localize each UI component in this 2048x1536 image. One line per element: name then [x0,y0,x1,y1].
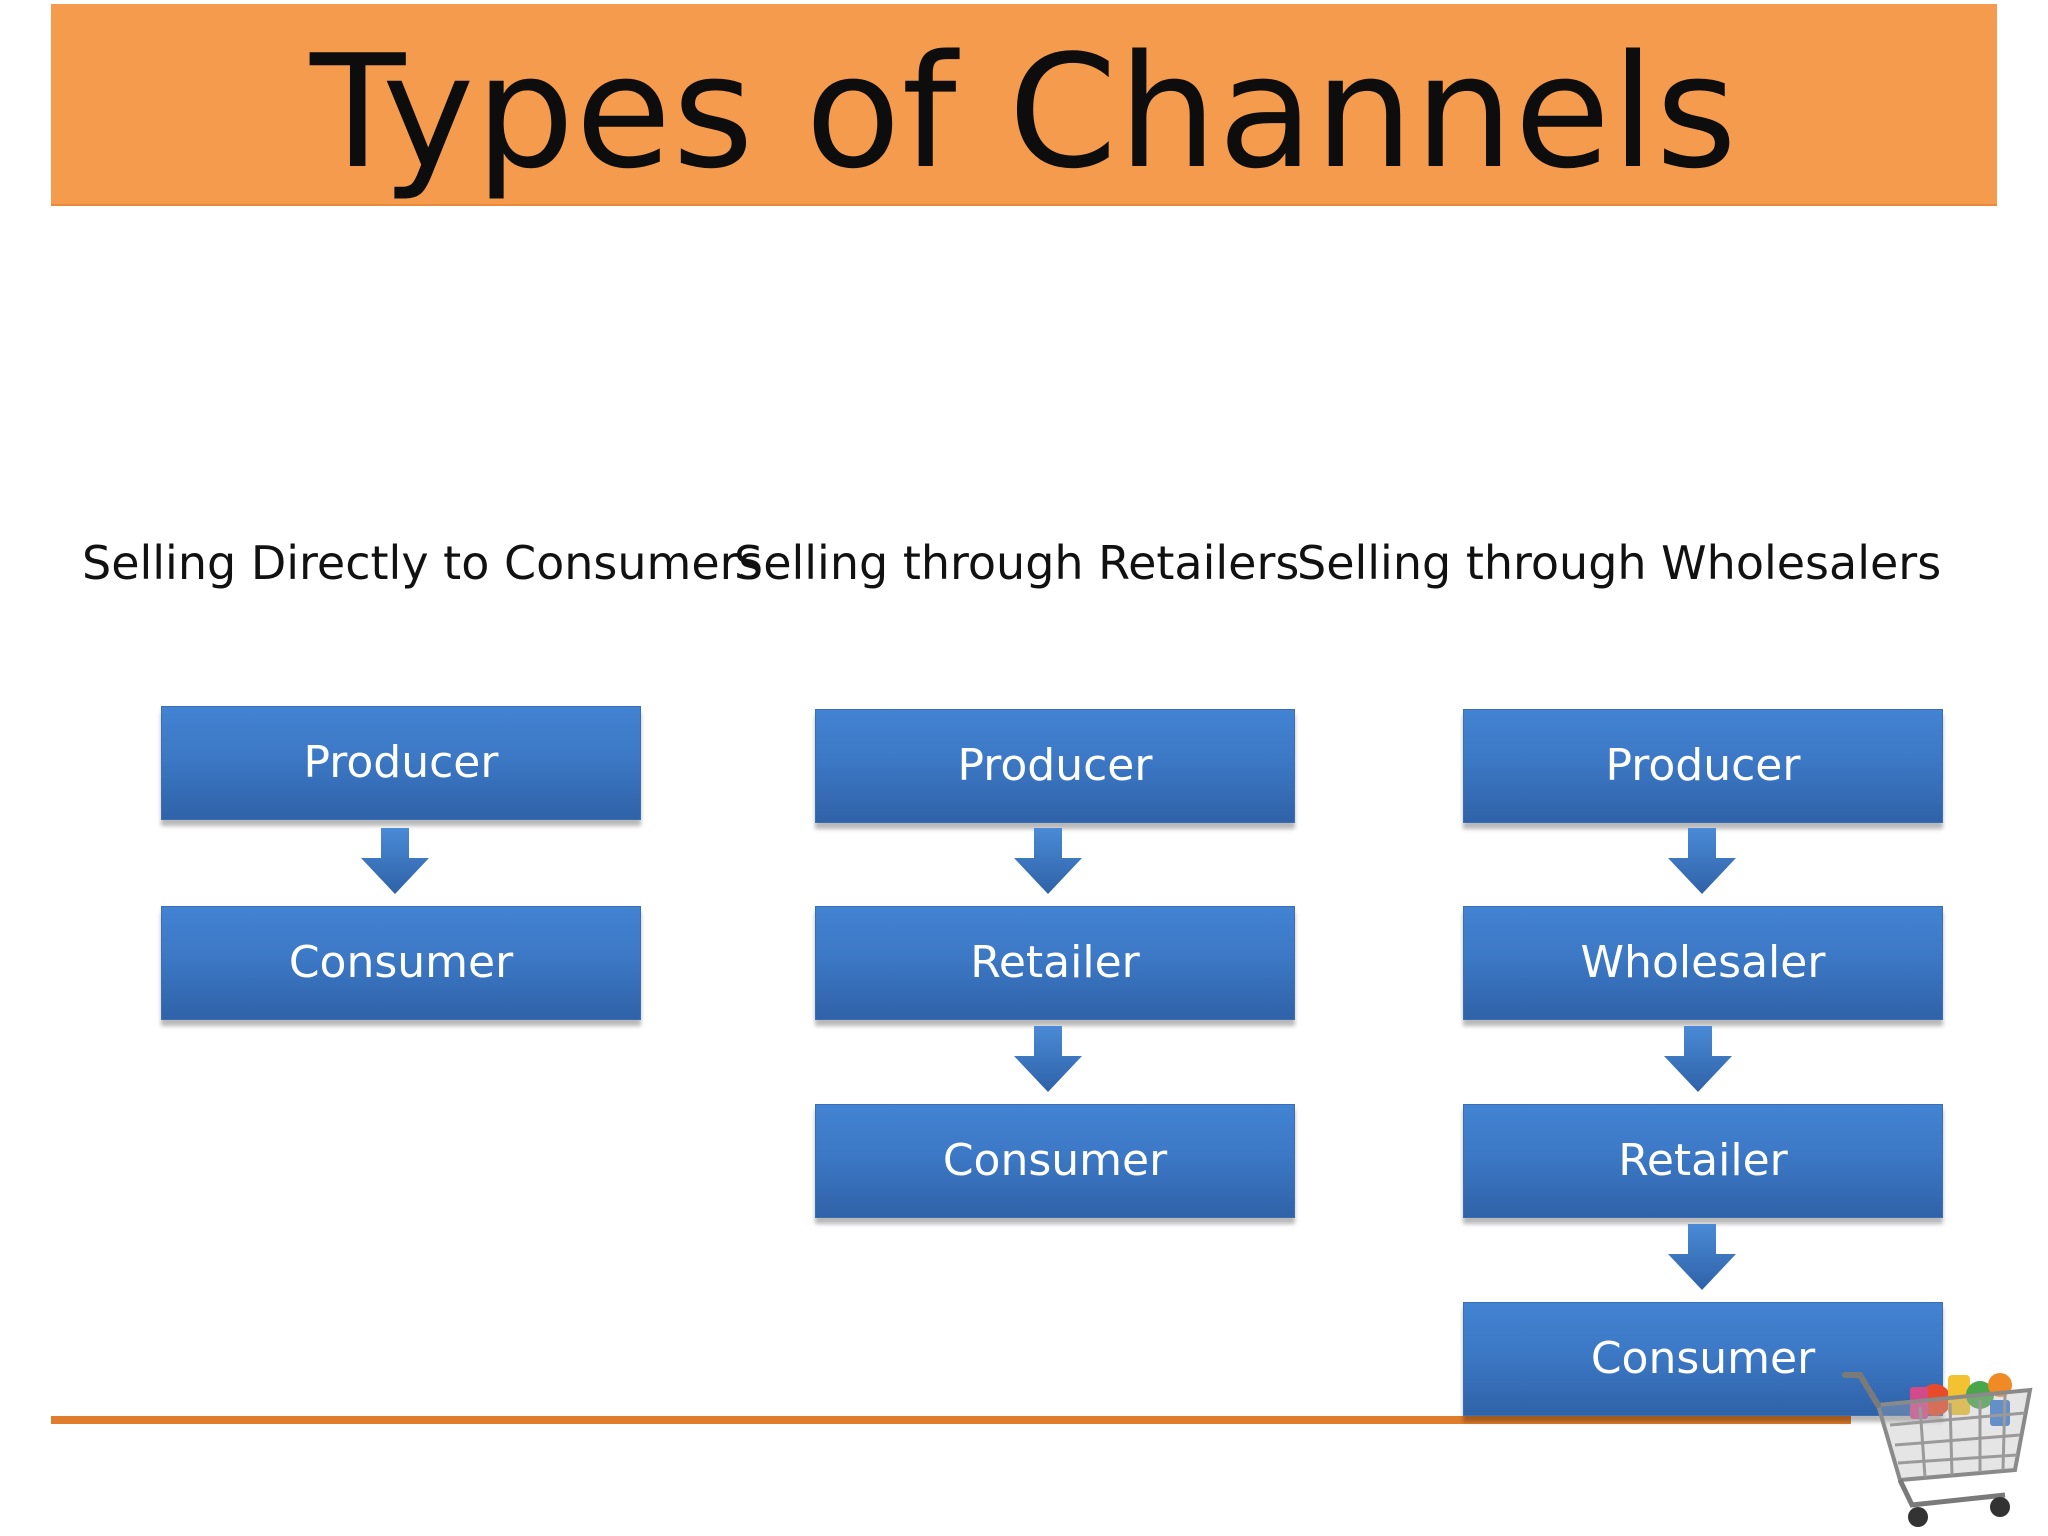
down-arrow-icon [361,828,429,894]
down-arrow-icon [1014,828,1082,894]
title-bar: Types of Channels [51,4,1997,204]
flow-box-wholesaler: Wholesaler [1463,906,1943,1020]
flow-box-retailer: Retailer [815,906,1295,1020]
down-arrow-icon [1014,1026,1082,1092]
down-arrow-icon [1664,1026,1732,1092]
flow-box-producer: Producer [815,709,1295,823]
slide-title: Types of Channels [310,21,1738,203]
bottom-accent-line [51,1416,1851,1424]
flow-box-consumer: Consumer [1463,1302,1943,1416]
flow-box-producer: Producer [161,706,641,820]
column-heading-direct: Selling Directly to Consumers [82,536,763,590]
flow-box-producer: Producer [1463,709,1943,823]
flow-box-consumer: Consumer [815,1104,1295,1218]
flow-box-consumer: Consumer [161,906,641,1020]
column-heading-retailers: Selling through Retailers [734,536,1300,590]
shopping-cart-icon [1842,1372,2033,1527]
down-arrow-icon [1668,828,1736,894]
down-arrow-icon [1668,1224,1736,1290]
column-heading-wholesalers: Selling through Wholesalers [1297,536,1942,590]
flow-box-retailer: Retailer [1463,1104,1943,1218]
